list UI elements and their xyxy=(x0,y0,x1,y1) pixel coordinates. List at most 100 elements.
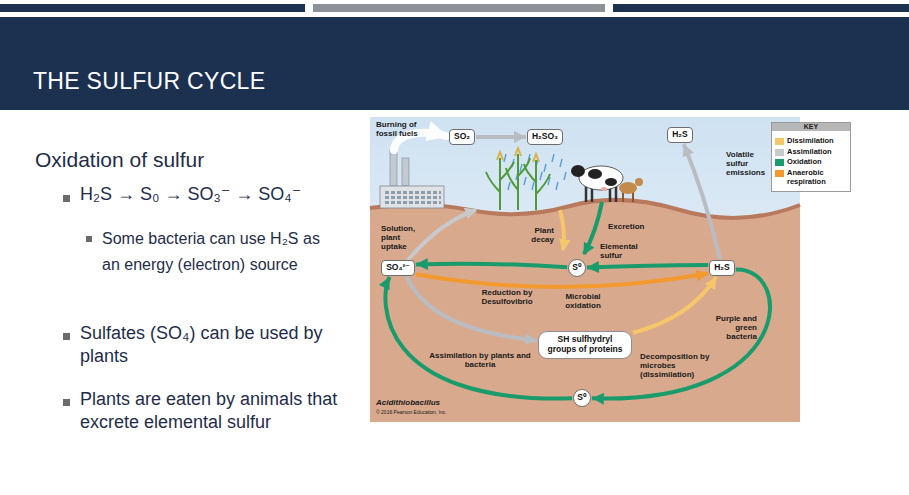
compound-box: H₂S xyxy=(667,127,693,143)
diagram-label: © 2016 Pearson Education, Inc. xyxy=(376,410,496,416)
cycle-arrow xyxy=(476,135,526,139)
cycle-arrow xyxy=(416,264,567,268)
header-band xyxy=(0,17,909,110)
diagram-label: Reduction by Desulfovibrio xyxy=(468,288,546,306)
node-text: H₂S xyxy=(672,129,688,139)
legend-text: Dissimilation xyxy=(787,137,834,146)
label-text: Microbial oxidation xyxy=(565,292,601,310)
top-bar xyxy=(613,4,909,12)
diagram-label: Purple and green bacteria xyxy=(712,314,757,342)
corn-plants xyxy=(486,148,550,210)
label-text: Elemental sulfur xyxy=(600,242,638,260)
bullet xyxy=(86,236,92,242)
diagram-label: Plant decay xyxy=(512,226,554,244)
compound-box: H₂S xyxy=(709,260,735,276)
legend-row: Dissimilation xyxy=(775,137,847,146)
node-text: SO₂ xyxy=(454,131,470,141)
label-text: Purple and green bacteria xyxy=(716,314,757,341)
soil xyxy=(370,200,800,422)
label-text: KEY xyxy=(804,123,818,130)
top-bar xyxy=(313,4,605,12)
rain-drop xyxy=(504,154,506,162)
diagram-label: Elemental sulfur xyxy=(600,242,650,260)
slide-title: THE SULFUR CYCLE xyxy=(33,68,265,95)
excretion-arrow xyxy=(584,202,602,254)
label-text: Acidithiobacillus xyxy=(376,398,440,407)
rain-drop xyxy=(532,182,534,190)
rain-drop xyxy=(544,164,546,172)
rain-drop xyxy=(552,154,554,162)
cycle-arrow xyxy=(416,274,708,287)
label-text: Reduction by Desulfovibrio xyxy=(481,288,532,306)
rain-drop xyxy=(556,182,558,190)
label-text: Some bacteria can use H₂S as an energy (… xyxy=(102,230,320,273)
label-text: Burning of fossil fuels xyxy=(376,120,418,138)
legend-swatch xyxy=(775,170,784,177)
calf xyxy=(619,178,643,202)
label-text: Oxidation of sulfur xyxy=(35,148,204,171)
label-text: Decomposition by microbes (dissimilation… xyxy=(640,352,709,379)
legend-swatch xyxy=(775,159,784,166)
legend-box: DissimilationAssimilationOxidationAnaero… xyxy=(771,122,851,192)
rain-drop xyxy=(524,177,526,185)
legend-row: Assimilation xyxy=(775,148,847,157)
sky xyxy=(370,117,800,422)
diagram-label: Solution, plant uptake xyxy=(381,224,427,252)
diagram-label: Volatile sulfur emissions xyxy=(726,150,772,178)
label-text: Plant decay xyxy=(531,226,554,244)
label-text: Solution, plant uptake xyxy=(381,224,415,251)
cycle-arrow xyxy=(407,277,537,341)
cow xyxy=(571,165,623,202)
legend-swatch xyxy=(775,138,784,145)
node-text: SO₄²⁻ xyxy=(386,262,410,272)
legend-text: Oxidation xyxy=(787,158,822,167)
label-text: Assimilation by plants and bacteria xyxy=(429,351,530,369)
bullet xyxy=(63,195,70,202)
top-bar xyxy=(0,4,305,12)
factory xyxy=(380,150,444,208)
legend-text: Assimilation xyxy=(787,148,832,157)
diagram-label: Assimilation by plants and bacteria xyxy=(420,351,540,369)
diagram-label: Excretion xyxy=(608,222,656,231)
cycle-arrow xyxy=(587,265,708,268)
slide-text: Oxidation of sulfur xyxy=(35,148,355,172)
cycle-arrow xyxy=(633,277,716,333)
label-text: Plants are eaten by animals that excrete… xyxy=(80,389,337,432)
label-text: Sulfates (SO₄) can be used by plants xyxy=(80,323,322,366)
node-text: S⁰ xyxy=(572,263,581,273)
protein-box: SH sulfhydryl groups of proteins xyxy=(538,331,632,359)
sulfur-circle: S⁰ xyxy=(568,259,586,277)
bullet xyxy=(63,399,70,406)
diagram-label: Microbial oxidation xyxy=(553,292,613,310)
rain-drop xyxy=(564,172,566,180)
cycle-arrow xyxy=(684,144,720,259)
compound-box: SO₂ xyxy=(449,129,475,145)
label-text: Excretion xyxy=(608,222,644,231)
sulfur-circle: S⁰ xyxy=(573,389,591,407)
diagram-label: Decomposition by microbes (dissimilation… xyxy=(640,352,712,380)
slide-text: Plants are eaten by animals that excrete… xyxy=(80,388,350,434)
rain-drop xyxy=(560,159,562,167)
slide-text: H₂S → S₀ → SO₃⁻ → SO₄⁻ xyxy=(80,184,380,205)
node-text: S⁰ xyxy=(577,393,586,403)
compound-box: SO₄²⁻ xyxy=(381,260,415,276)
slide-text: Some bacteria can use H₂S as an energy (… xyxy=(102,226,342,278)
bullet xyxy=(63,333,70,340)
compound-box: H₂SO₃ xyxy=(527,129,563,145)
diagram-label: Burning of fossil fuels xyxy=(376,120,428,138)
legend-row: Oxidation xyxy=(775,158,847,167)
title-text: THE SULFUR CYCLE xyxy=(33,68,265,94)
rain-drop xyxy=(540,172,542,180)
legend-heading: KEY xyxy=(772,123,850,131)
decay-arrow xyxy=(560,210,564,250)
node-text: H₂S xyxy=(714,262,730,272)
uptake-arrow xyxy=(408,210,476,260)
rain-drop xyxy=(508,182,510,190)
legend-row: Anaerobic respiration xyxy=(775,169,847,186)
label-text: © 2016 Pearson Education, Inc. xyxy=(376,409,447,415)
legend-swatch xyxy=(775,149,784,156)
label-text: Volatile sulfur emissions xyxy=(726,150,765,177)
diagram-label: Acidithiobacillus xyxy=(376,398,466,407)
node-text: H₂SO₃ xyxy=(532,131,558,141)
